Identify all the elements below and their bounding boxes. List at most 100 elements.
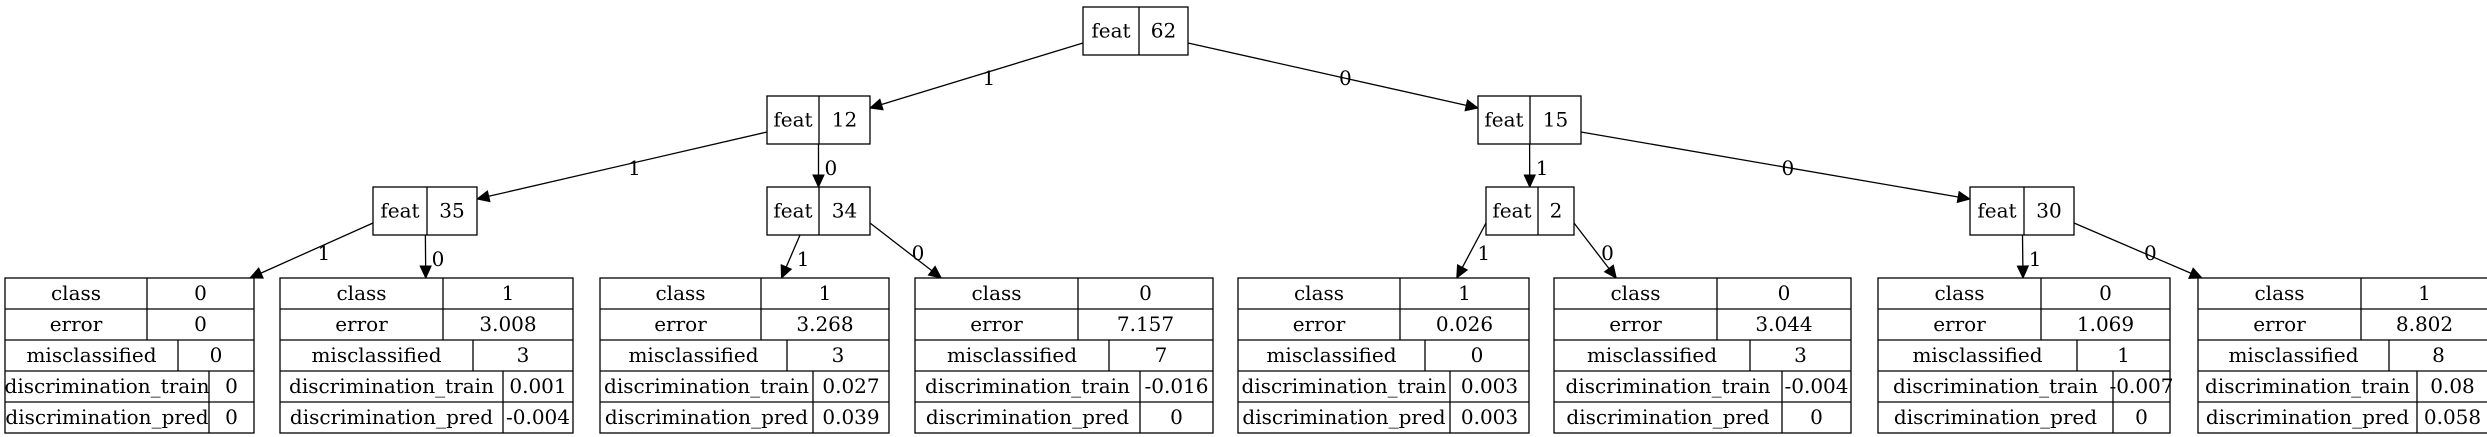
arrowhead-icon <box>780 264 793 280</box>
leaf-field-value: 3 <box>832 343 845 367</box>
node-feature-index: 62 <box>1151 19 1176 43</box>
node-feature-label: feat <box>773 199 812 223</box>
leaf-field-value: 0.039 <box>822 405 879 429</box>
leaf-field-name: class <box>2254 281 2304 305</box>
edge-branch-label: 0 <box>2144 241 2157 265</box>
leaf-field-value: 1 <box>1458 281 1471 305</box>
leaf-field-value: 1.069 <box>2077 312 2134 336</box>
leaf-field-name: error <box>1609 312 1662 336</box>
leaf-field-name: error <box>1293 312 1346 336</box>
edge-n62-n12: 1 <box>868 42 1084 111</box>
leaf-field-value: 7.157 <box>1117 312 1174 336</box>
leaf-field-value: 0 <box>1170 405 1183 429</box>
node-feature-index: 30 <box>2036 199 2061 223</box>
leaf-field-name: misclassified <box>1587 343 1717 367</box>
edge-branch-label: 0 <box>912 241 925 265</box>
leaf-field-value: 0 <box>225 405 238 429</box>
leaf-field-value: -0.004 <box>506 405 570 429</box>
edge-line <box>2073 222 2192 274</box>
edge-n34-l4: 0 <box>869 222 943 279</box>
leaf-field-name: discrimination_pred <box>1242 405 1445 429</box>
leaf-field-name: discrimination_pred <box>2206 405 2409 429</box>
leaf-field-name: discrimination_pred <box>290 405 493 429</box>
edge-branch-label: 0 <box>825 156 838 180</box>
edge-line <box>1580 131 1959 198</box>
edge-line <box>260 222 374 274</box>
edge-n15-n30: 0 <box>1580 131 1972 204</box>
edge-n35-l2: 0 <box>419 234 445 280</box>
node-feature-index: 34 <box>832 199 857 223</box>
leaf-field-name: discrimination_pred <box>605 405 808 429</box>
leaf-field-name: class <box>1294 281 1344 305</box>
arrowhead-icon <box>812 174 825 189</box>
leaf-field-name: class <box>51 281 101 305</box>
edge-n35-l1: 1 <box>248 222 374 279</box>
leaf-field-name: discrimination_train <box>2205 374 2410 398</box>
edge-n30-l7: 1 <box>2016 234 2041 280</box>
leaf-field-name: error <box>970 312 1023 336</box>
leaf-field-name: misclassified <box>1912 343 2042 367</box>
leaf-field-name: discrimination_pred <box>1566 405 1769 429</box>
leaf-field-name: class <box>1934 281 1984 305</box>
edge-branch-label: 0 <box>1339 66 1352 90</box>
leaf-field-value: 0 <box>2099 281 2112 305</box>
leaf-field-name: class <box>1610 281 1660 305</box>
node-feature-label: feat <box>1091 19 1130 43</box>
leaf-field-name: error <box>50 312 103 336</box>
leaf-box <box>279 277 574 434</box>
node-feature-label: feat <box>380 199 419 223</box>
leaf-field-value: 0.058 <box>2424 405 2481 429</box>
leaf-field-name: misclassified <box>1266 343 1396 367</box>
leaf-field-name: discrimination_train <box>1566 374 1771 398</box>
leaf-box <box>1237 277 1530 434</box>
leaf-field-name: error <box>1933 312 1986 336</box>
node-feature-label: feat <box>1484 108 1523 132</box>
leaf-field-value: 7 <box>1155 343 1168 367</box>
arrowhead-icon <box>1456 264 1469 280</box>
edge-n15-n2: 1 <box>1523 143 1548 189</box>
leaf-field-value: 1 <box>502 281 515 305</box>
leaf-field-value: 3.044 <box>1755 312 1812 336</box>
leaf-field-value: 3.268 <box>796 312 853 336</box>
node-box <box>1485 186 1575 236</box>
node-feature-index: 2 <box>1550 199 1563 223</box>
node-feature-label: feat <box>773 108 812 132</box>
edge-line <box>1187 42 1467 107</box>
leaf-field-value: 0.027 <box>822 374 879 398</box>
leaf-field-value: 0 <box>194 312 207 336</box>
edge-line <box>488 131 768 197</box>
arrowhead-icon <box>1464 99 1480 112</box>
leaf-box <box>2197 277 2487 434</box>
edge-line <box>785 234 801 268</box>
arrowhead-icon <box>2016 265 2030 280</box>
leaf-field-value: -0.004 <box>1784 374 1848 398</box>
leaf-field-name: class <box>655 281 705 305</box>
leaf-field-name: misclassified <box>311 343 441 367</box>
leaf-field-value: 0 <box>1810 405 1823 429</box>
arrowhead-icon <box>927 265 943 279</box>
edge-n2-l6: 0 <box>1573 222 1617 279</box>
leaf-box <box>4 277 255 434</box>
edge-branch-label: 1 <box>1477 241 1490 265</box>
edge-n2-l5: 1 <box>1456 222 1490 280</box>
edge-branch-label: 0 <box>1782 156 1795 180</box>
arrowhead-icon <box>1523 174 1536 189</box>
leaf-field-value: 0 <box>1139 281 1152 305</box>
leaf-box <box>914 277 1214 434</box>
leaf-node-table: class 0 error 3.044 misclassified 3 discrimina… <box>1553 277 1852 434</box>
leaf-field-value: 3 <box>1794 343 1807 367</box>
leaf-field-value: -0.007 <box>2109 374 2173 398</box>
leaf-field-name: discrimination_train <box>1242 374 1447 398</box>
edge-n12-n34: 0 <box>812 144 838 189</box>
edge-branch-label: 0 <box>432 247 445 271</box>
edge-branch-label: 1 <box>318 241 331 265</box>
arrowhead-icon <box>475 190 491 203</box>
node-feature-label: feat <box>1977 199 2016 223</box>
node-box <box>1082 6 1189 56</box>
